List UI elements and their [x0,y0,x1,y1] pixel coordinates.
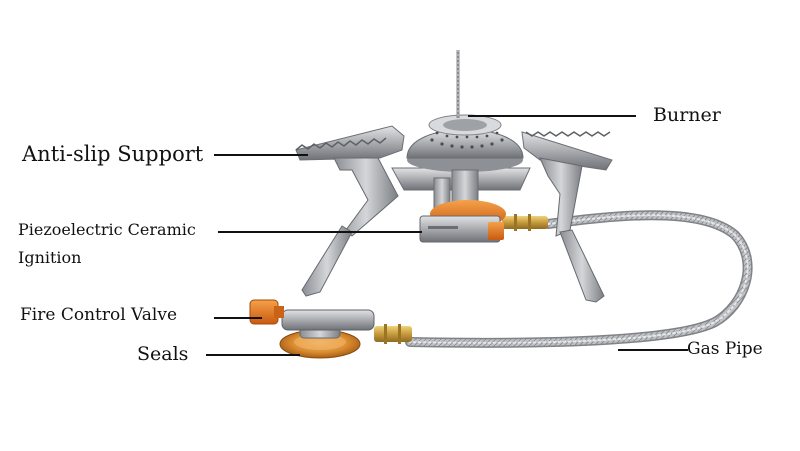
burner-label: Burner [653,104,721,126]
piezo-ignition-label-line2: Ignition [18,248,82,267]
seals-label: Seals [137,343,189,365]
gas-pipe [405,210,753,348]
fire-control-valve-label: Fire Control Valve [20,305,178,325]
piezo-ignition-label-line1: Piezoelectric Ceramic [18,220,196,239]
piezo-ignition-label: Piezoelectric Ceramic Ignition [18,216,196,272]
pot-support-right [521,131,613,303]
anti-slip-support-label: Anti-slip Support [22,142,204,166]
pot-support-left [295,125,405,297]
piezo-ignition [419,200,506,243]
burner-head [406,50,524,172]
canister-connector [249,299,412,359]
stove-brass-connector [502,214,548,231]
gas-pipe-label: Gas Pipe [687,339,763,359]
leader-lines [206,115,688,356]
